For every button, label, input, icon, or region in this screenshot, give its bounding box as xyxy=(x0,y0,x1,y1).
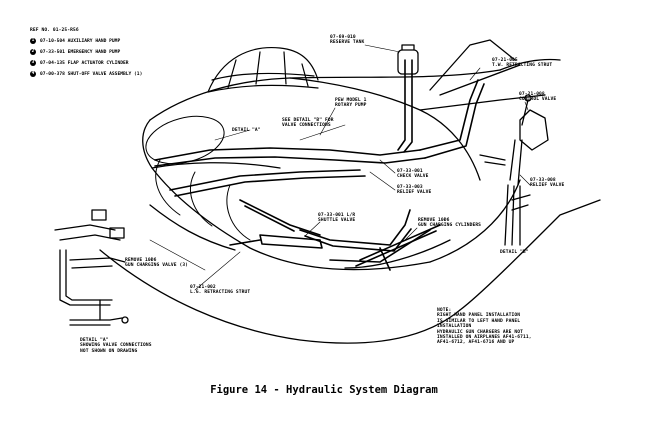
legend-ref: REF NO. 01-25-R56 xyxy=(30,28,79,33)
detail-a-valves xyxy=(54,209,129,326)
control-valve-assembly xyxy=(479,94,549,246)
leader-lines xyxy=(149,44,531,291)
figure-caption: Figure 14 - Hydraulic System Diagram xyxy=(210,384,438,396)
hydraulic-lines xyxy=(154,59,485,263)
lg-strut xyxy=(229,234,323,249)
callout-detail-a-ref: DETAIL "A" xyxy=(232,128,261,133)
installation-note: NOTE: RIGHT HAND PANEL INSTALLATION IS S… xyxy=(437,308,532,346)
wing-outline xyxy=(99,39,601,344)
detail-b-label: DETAIL "B" xyxy=(500,250,529,255)
fuselage-outline xyxy=(142,58,561,271)
canopy xyxy=(207,46,319,93)
reserve-tank xyxy=(397,44,419,75)
gun-charging-cylinder xyxy=(355,224,441,271)
